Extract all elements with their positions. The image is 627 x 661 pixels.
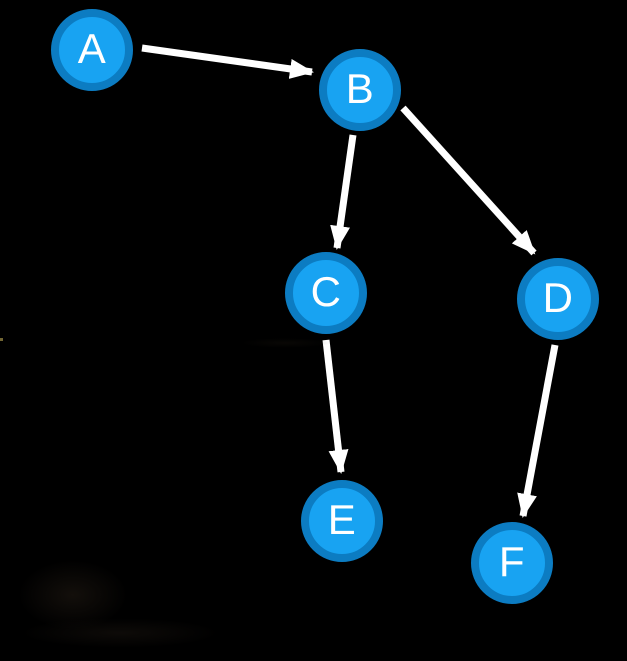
node-D-label: D bbox=[542, 274, 574, 321]
node-F-label: F bbox=[498, 538, 526, 585]
node-A[interactable]: A bbox=[51, 9, 133, 91]
edge-B-C bbox=[330, 134, 357, 250]
stray-pixel bbox=[0, 338, 3, 341]
node-C[interactable]: C bbox=[285, 252, 367, 334]
edge-D-F bbox=[517, 344, 559, 518]
edge-A-B bbox=[141, 44, 314, 79]
node-B[interactable]: B bbox=[319, 49, 401, 131]
edge-C-E bbox=[322, 339, 349, 474]
node-A-label: A bbox=[77, 25, 107, 72]
node-C-label: C bbox=[310, 268, 342, 315]
node-E[interactable]: E bbox=[301, 480, 383, 562]
node-B-label: B bbox=[345, 65, 375, 112]
node-E-label: E bbox=[327, 496, 357, 543]
node-D[interactable]: D bbox=[517, 258, 599, 340]
edge-B-D bbox=[400, 105, 537, 256]
node-F[interactable]: F bbox=[471, 522, 553, 604]
